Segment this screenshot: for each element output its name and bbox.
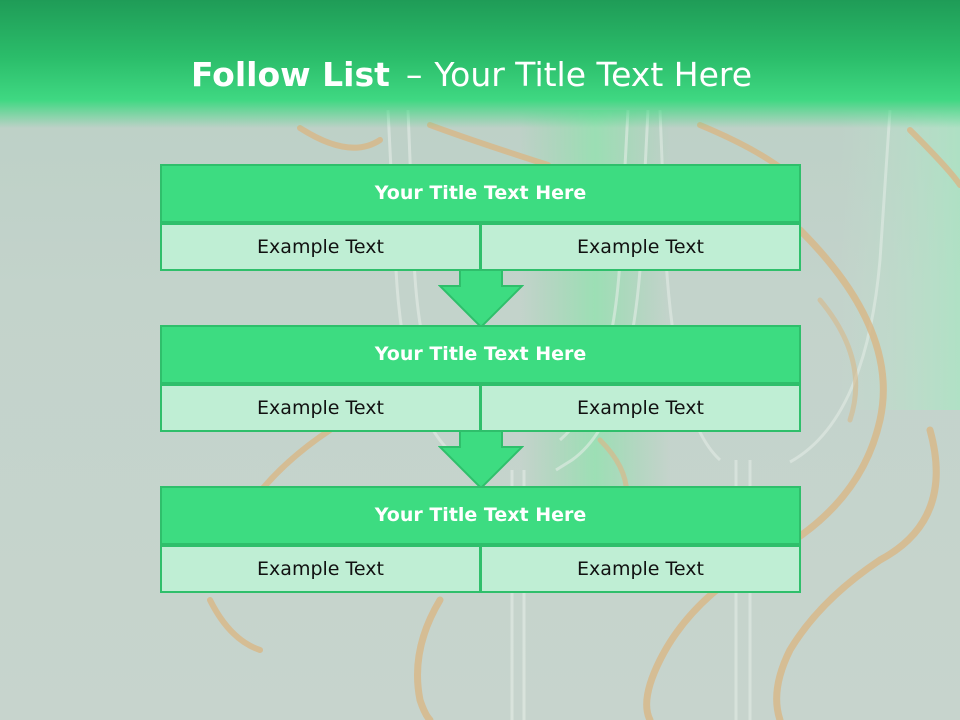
block-cell-right: Example Text — [481, 384, 801, 432]
title-separator: – — [405, 55, 423, 94]
list-block-1: Your Title Text Here Example Text Exampl… — [160, 164, 801, 271]
block-row: Example Text Example Text — [160, 545, 801, 593]
block-cell-left: Example Text — [160, 223, 481, 271]
block-title: Your Title Text Here — [160, 325, 801, 384]
slide-title: Follow List–Your Title Text Here — [0, 52, 943, 98]
block-cell-right: Example Text — [481, 545, 801, 593]
list-block-3: Your Title Text Here Example Text Exampl… — [160, 486, 801, 593]
title-strong: Follow List — [190, 55, 390, 94]
block-cell-left: Example Text — [160, 545, 481, 593]
block-row: Example Text Example Text — [160, 223, 801, 271]
list-block-2: Your Title Text Here Example Text Exampl… — [160, 325, 801, 432]
block-cell-left: Example Text — [160, 384, 481, 432]
block-cell-right: Example Text — [481, 223, 801, 271]
block-row: Example Text Example Text — [160, 384, 801, 432]
title-rest: Your Title Text Here — [434, 55, 753, 94]
header-band — [0, 0, 960, 128]
block-title: Your Title Text Here — [160, 486, 801, 545]
down-arrow-icon — [438, 270, 524, 329]
block-title: Your Title Text Here — [160, 164, 801, 223]
right-glow — [840, 110, 960, 410]
down-arrow-icon — [438, 431, 524, 490]
